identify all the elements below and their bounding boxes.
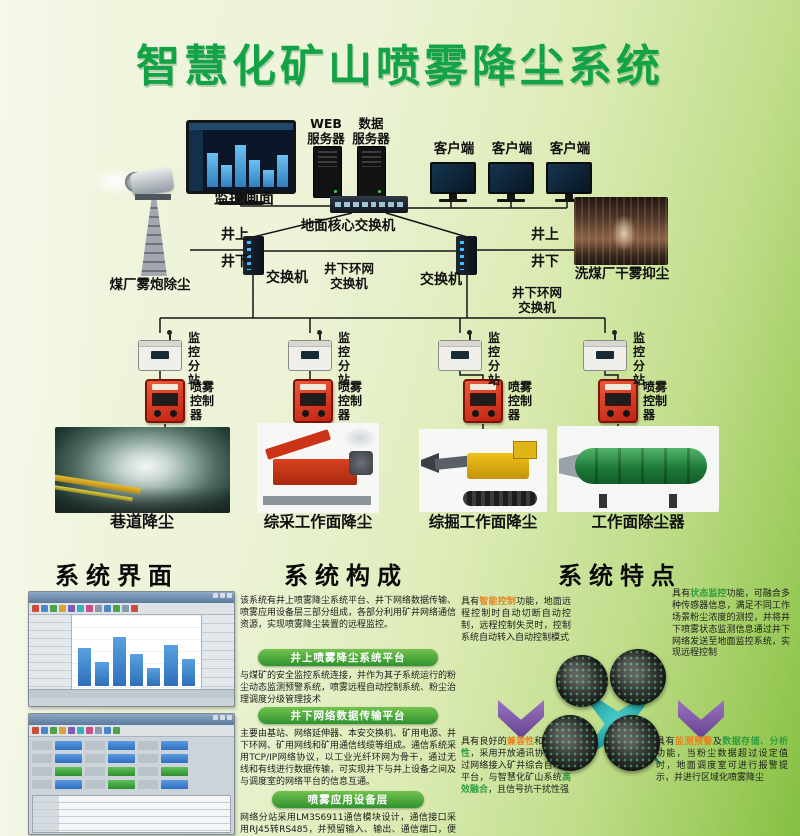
page-title: 智慧化矿山喷雾降尘系统 — [136, 41, 664, 92]
platform-text-1: 与煤矿的安全监控系统连接，并作为其子系统运行的粉尘动态监测预警系统，喷雾远程自动… — [240, 671, 457, 705]
monitoring-substation-device-2 — [288, 330, 332, 371]
spray-controller-label-2: 喷雾控制器 — [338, 380, 363, 423]
monitoring-substation-device-1 — [138, 330, 182, 371]
fog-cannon-graphic — [91, 164, 193, 276]
platform-banner-1: 井上喷雾降尘系统平台 — [258, 649, 438, 666]
client-monitor-1 — [430, 162, 476, 202]
dry-fog-label: 洗煤厂干雾抑尘 — [574, 266, 670, 282]
spray-controller-label-3: 喷雾控制器 — [508, 380, 533, 423]
mine-underground-label-left: 井下 — [221, 254, 249, 270]
feature-text-1: 具有智能控制功能，地面远程控制时自动切断自动控制，远程控制失灵时，控制系统自动转… — [461, 597, 571, 643]
underground-switch-device-1 — [243, 236, 264, 275]
section-title-composition: 系统构成 — [284, 561, 408, 590]
photo-tunnel-dust-suppression — [55, 427, 230, 513]
client-label-3: 客户端 — [549, 141, 591, 157]
monitoring-substation-device-4 — [583, 330, 627, 371]
switch-label-2: 交换机 — [420, 272, 462, 288]
screenshot-bar-chart — [78, 625, 195, 686]
screenshot-titlebar — [29, 592, 234, 603]
core-switch-label: 地面核心交换机 — [300, 218, 396, 234]
scene-label-tunnel: 巷道降尘 — [109, 512, 174, 531]
feature-circle-2 — [610, 649, 666, 705]
software-screenshot-2 — [28, 713, 235, 835]
spray-controller-device-1 — [145, 379, 185, 423]
feature-text-2: 具有状态监控功能，可融合多种传感器信息，满足不同工作场景粉尘浓度的测控，并将井下… — [672, 589, 790, 659]
web-server-tower — [313, 146, 342, 198]
screenshot2-form-grid — [29, 737, 234, 791]
feature-circle-4 — [604, 715, 660, 771]
platform-text-2: 主要由基站、网络延伸器、本安交换机、矿用电源、井下环网、矿用网线和矿用通信线缆等… — [240, 729, 457, 787]
spray-controller-label-4: 喷雾控制器 — [643, 380, 668, 423]
web-server-label: WEB 服务器 — [307, 116, 345, 146]
core-switch-device — [330, 196, 408, 213]
software-screenshot-1 — [28, 591, 235, 707]
screenshot2-data-table — [32, 795, 231, 833]
feature-circle-3 — [542, 715, 598, 771]
mine-underground-label-right: 井下 — [531, 254, 559, 270]
screenshot-sidebar — [29, 615, 72, 689]
scene-label-mining-face: 综采工作面降尘 — [263, 513, 373, 531]
platform-banner-3: 喷雾应用设备层 — [272, 791, 424, 808]
composition-intro: 该系统有井上喷雾降尘系统平台、井下网络数据传输、喷雾应用设备层三部分组成，各部分… — [240, 596, 457, 630]
screenshot-statusbar — [29, 689, 234, 698]
scene-label-deduster: 工作面除尘器 — [591, 513, 685, 531]
feature-circle-1 — [556, 655, 608, 707]
fog-cannon-label: 煤厂雾炮除尘 — [109, 277, 191, 293]
client-label-1: 客户端 — [433, 141, 475, 157]
monitoring-screen-display — [186, 120, 296, 194]
ring-network-switch-label-mid: 井下环网 交换机 — [323, 261, 374, 291]
photo-face-deduster — [557, 426, 719, 512]
monitoring-screen — [186, 120, 296, 205]
data-server-tower — [357, 146, 386, 198]
data-server-label: 数据 服务器 — [352, 116, 390, 146]
mine-surface-label-left: 井上 — [221, 227, 249, 243]
scene-label-excavation-face: 综掘工作面降尘 — [428, 513, 538, 531]
ring-network-switch-label-right: 井下环网 交换机 — [511, 285, 562, 315]
platform-text-3: 网络分站采用LM3S6911通信模块设计，通信接口采用RJ45转RS485，并预… — [240, 813, 456, 835]
substation-label-1: 监控分站 — [188, 331, 201, 388]
feature-text-4: 具有监测预警及数据存储、分析功能，当粉尘数据超过设定值时，地面调度室可进行报警提… — [656, 737, 788, 783]
spray-controller-device-4 — [598, 379, 638, 423]
underground-switch-device-2 — [456, 236, 477, 275]
client-monitor-2 — [488, 162, 534, 202]
photo-excavation-face-dust-suppression — [419, 429, 547, 512]
photo-dry-fog — [574, 197, 668, 265]
platform-banner-2: 井下网络数据传输平台 — [258, 707, 438, 724]
monitor-bar-chart — [207, 138, 288, 187]
monitoring-substation-device-3 — [438, 330, 482, 371]
substation-label-3: 监控分站 — [488, 331, 501, 388]
switch-label-1: 交换机 — [266, 270, 308, 286]
mine-surface-label-right: 井上 — [531, 227, 559, 243]
screenshot-properties-panel — [202, 615, 234, 689]
screenshot-toolbar — [29, 603, 234, 615]
photo-mining-face-dust-suppression — [257, 423, 379, 513]
screenshot2-toolbar — [29, 725, 234, 737]
section-title-interface: 系统界面 — [55, 561, 179, 590]
client-label-2: 客户端 — [491, 141, 533, 157]
spray-controller-device-3 — [463, 379, 503, 423]
monitor-screen-label: 监控画面 — [213, 189, 274, 207]
screenshot-chart-area — [72, 615, 202, 689]
client-monitor-3 — [546, 162, 592, 202]
spray-controller-label-1: 喷雾控制器 — [190, 380, 215, 423]
spray-controller-device-2 — [293, 379, 333, 423]
substation-label-2: 监控分站 — [338, 331, 351, 388]
substation-label-4: 监控分站 — [633, 331, 646, 388]
screenshot2-titlebar — [29, 714, 234, 725]
section-title-features: 系统特点 — [558, 561, 682, 590]
